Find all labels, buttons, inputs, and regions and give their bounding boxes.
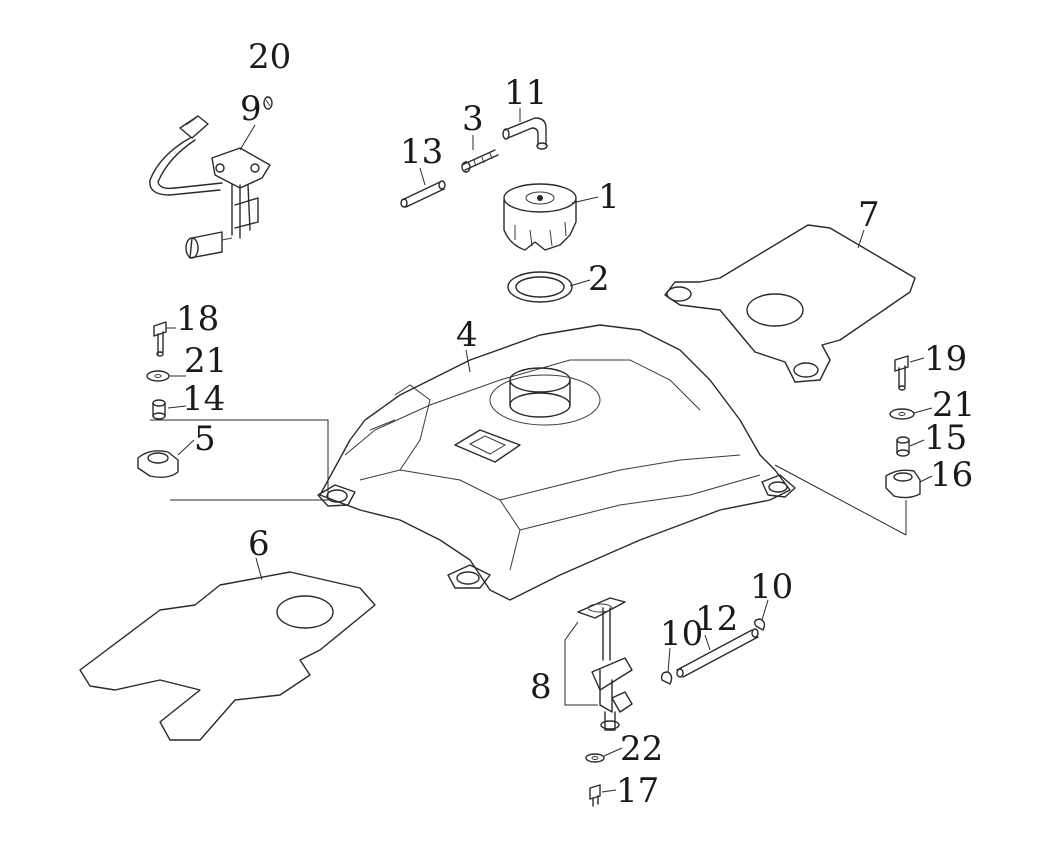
callout-2: 2 [588,259,610,299]
callout-10-left: 10 [660,614,703,654]
callout-7: 7 [858,195,880,235]
callout-1: 1 [598,177,620,217]
callout-3: 3 [462,99,484,139]
drain-pin [400,180,446,208]
callout-17: 17 [616,771,659,811]
callout-22: 22 [620,729,663,769]
callout-21-left: 21 [184,341,227,381]
right-mount-hardware [774,355,921,536]
heat-shield-plate [664,224,916,383]
callout-15: 15 [924,418,967,458]
callout-20: 20 [248,37,291,77]
tank-pad-sheet [79,571,376,741]
fuel-petcock [564,597,633,731]
callout-labels: 1 2 3 4 5 6 7 8 9 10 10 11 12 13 14 15 1… [176,37,975,811]
callout-16: 16 [930,455,973,495]
fuel-hose [676,628,759,678]
hose-clamp-right [753,618,766,631]
fuel-tank [317,324,796,601]
callout-9: 9 [240,89,262,129]
callout-21-right: 21 [932,385,975,425]
breather-fitting [461,149,499,173]
breather-hose [502,117,548,150]
callout-6: 6 [248,524,270,564]
callout-14: 14 [182,379,225,419]
callout-4: 4 [456,315,478,355]
petcock-screw [589,784,601,807]
callout-5: 5 [194,419,216,459]
callout-10-right: 10 [750,567,793,607]
fuel-level-sender [149,115,271,259]
hose-clamp-left [660,671,673,685]
callout-19: 19 [924,339,967,379]
callout-12: 12 [695,599,738,639]
cap-gasket [507,271,573,303]
petcock-washer [585,753,605,763]
callout-11: 11 [504,73,547,113]
callout-13: 13 [400,132,443,172]
fuel-cap [503,183,577,251]
sender-screw [263,96,273,110]
callout-18: 18 [176,299,219,339]
callout-leaders [166,108,933,793]
callout-8: 8 [530,667,552,707]
left-mount-hardware [137,321,329,501]
